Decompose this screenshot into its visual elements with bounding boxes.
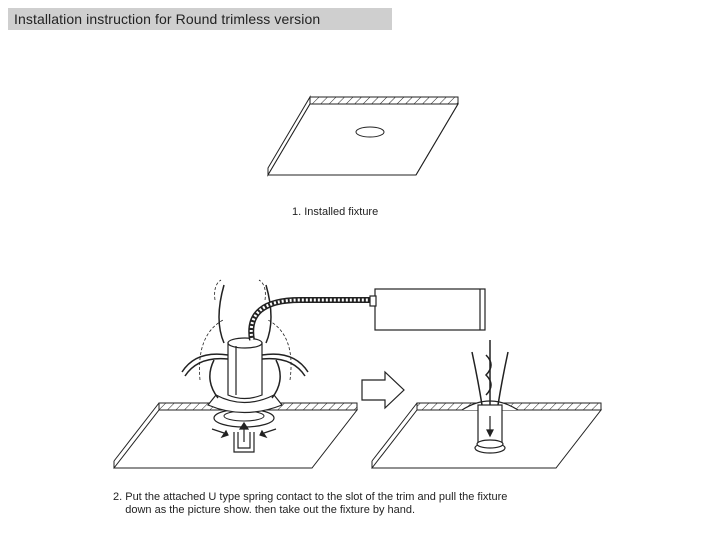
downlight-fixture (207, 337, 283, 414)
step1-fixture-hole (355, 126, 385, 138)
u-spring-contact (233, 432, 255, 453)
led-driver-box (369, 288, 486, 331)
step1-ceiling-panel (267, 95, 459, 177)
next-step-arrow (361, 370, 405, 410)
step2-caption: 2. Put the attached U type spring contac… (113, 491, 508, 516)
pulled-fixture-wires (471, 340, 509, 406)
step2-ceiling-panel (112, 402, 359, 469)
page-title: Installation instruction for Round triml… (14, 11, 321, 27)
pull-arrows (211, 421, 277, 442)
step1-caption: 1. Installed fixture (292, 206, 379, 218)
spring-upper-wires (218, 284, 272, 344)
title-bar: Installation instruction for Round triml… (8, 8, 392, 30)
spring-motion-arrows (199, 279, 292, 381)
spring-clips (181, 353, 309, 399)
pulled-fixture (461, 400, 519, 454)
